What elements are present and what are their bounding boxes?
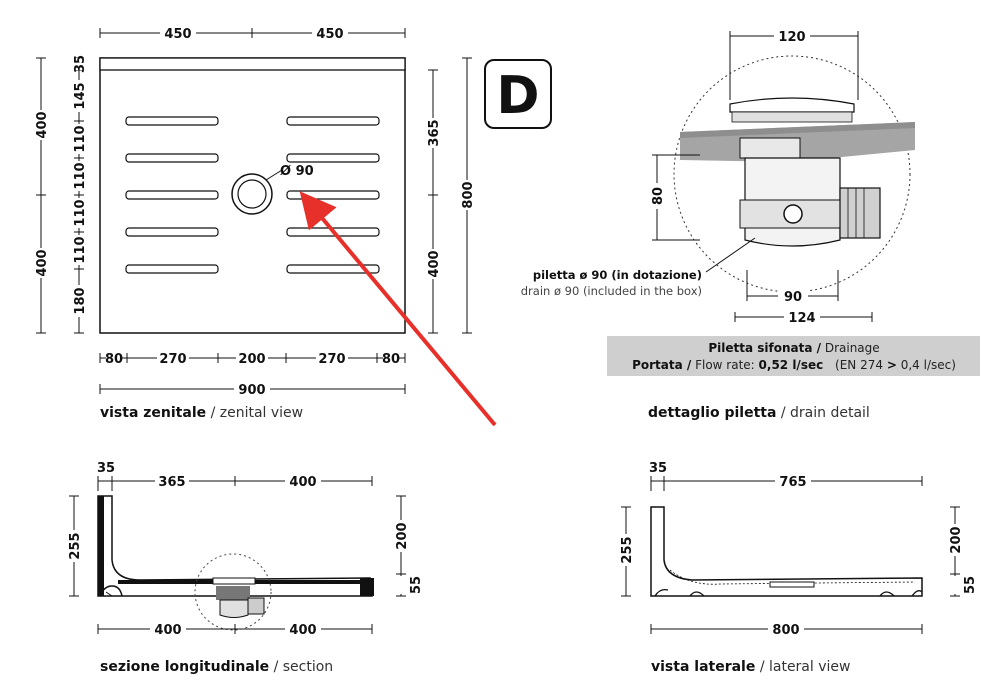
variant-badge-letter: D [496, 66, 539, 126]
lateral-dim-right-1: 200 [949, 526, 964, 553]
drain-note-regular: drain ø 90 (included in the box) [521, 284, 702, 298]
dim-left-3: 110 [73, 125, 88, 152]
dim-left-outer-2: 400 [35, 249, 50, 276]
top-view-caption: vista zenitale / zenital view [100, 405, 303, 421]
dim-left-4: 110 [73, 162, 88, 189]
dim-left-1: 35 [73, 55, 88, 73]
top-view: Ø 90 450 450 35 [33, 24, 476, 421]
dim-drain-bottom-inner: 90 [784, 290, 802, 305]
dim-left-7: 180 [73, 287, 88, 314]
section-dim-bottom-2: 400 [289, 623, 316, 638]
section-dim-bottom-1: 400 [154, 623, 181, 638]
dim-drain-bottom-outer: 124 [788, 311, 815, 326]
lateral-dim-left: 255 [620, 536, 635, 563]
drain-note-bold: piletta ø 90 (in dotazione) [533, 268, 702, 282]
drain-body-upper [739, 137, 801, 159]
section-dim-right-1: 200 [395, 522, 410, 549]
lateral-view: 35 765 255 200 55 800 vista la [618, 461, 978, 675]
lateral-dim-right-2: 55 [963, 576, 978, 594]
section-bottom-dimension-line [97, 624, 373, 634]
dim-bottom-4: 270 [318, 352, 345, 367]
section-dim-top-3: 400 [289, 475, 316, 490]
drain-circle-inner [237, 179, 267, 209]
dim-bottom-2: 270 [159, 352, 186, 367]
drain-detail-caption: dettaglio piletta / drain detail [648, 405, 870, 421]
drain-diameter-label: Ø 90 [280, 164, 314, 179]
tray-rim [99, 57, 406, 71]
drainage-info-box [607, 336, 980, 376]
dim-drain-left: 80 [651, 187, 666, 205]
variant-badge: D [484, 59, 552, 129]
drain-slots-left [125, 116, 219, 274]
red-arrow [299, 191, 497, 427]
dim-bottom-1: 80 [105, 352, 123, 367]
section-dim-top-1: 35 [97, 461, 115, 476]
dim-right-outer: 800 [461, 181, 476, 208]
info-line-1: Piletta sifonata / Drainage [708, 341, 879, 355]
right-dimension-line [428, 69, 438, 334]
lateral-dim-top-1: 35 [649, 461, 667, 476]
section-dim-left: 255 [68, 532, 83, 559]
left-outer-dimension-line [36, 57, 46, 334]
dim-left-outer-1: 400 [35, 111, 50, 138]
lateral-profile [650, 506, 923, 597]
drain-outlet [839, 187, 881, 239]
dim-top-1: 450 [164, 27, 191, 42]
dim-right-inner-1: 365 [427, 119, 442, 146]
dim-left-6: 110 [73, 236, 88, 263]
info-line-2: Portata / Flow rate: 0,52 l/sec (EN 274 … [632, 358, 956, 372]
lateral-view-caption: vista laterale / lateral view [651, 659, 850, 675]
drain-detail-view: 120 80 piletta ø 90 (in dotazione) drain… [521, 27, 980, 421]
dim-bottom-5: 80 [382, 352, 400, 367]
dim-drain-top: 120 [778, 30, 805, 45]
dim-total: 900 [238, 383, 265, 398]
dim-top-2: 450 [316, 27, 343, 42]
dim-left-2: 145 [73, 82, 88, 109]
lateral-dim-top-2: 765 [779, 475, 806, 490]
top-dimension-line [99, 28, 406, 38]
section-dim-top-2: 365 [158, 475, 185, 490]
lateral-dim-bottom: 800 [772, 623, 799, 638]
dim-right-inner-2: 400 [427, 250, 442, 277]
section-detail-circle [194, 553, 272, 631]
section-dim-right-2: 55 [409, 576, 424, 594]
section-top-dimension-line [97, 476, 373, 491]
dim-bottom-3: 200 [238, 352, 265, 367]
section-view: 35 365 400 255 200 55 400 [66, 461, 424, 675]
dim-left-5: 110 [73, 199, 88, 226]
drain-cap [729, 97, 855, 113]
section-view-caption: sezione longitudinale / section [100, 659, 333, 675]
